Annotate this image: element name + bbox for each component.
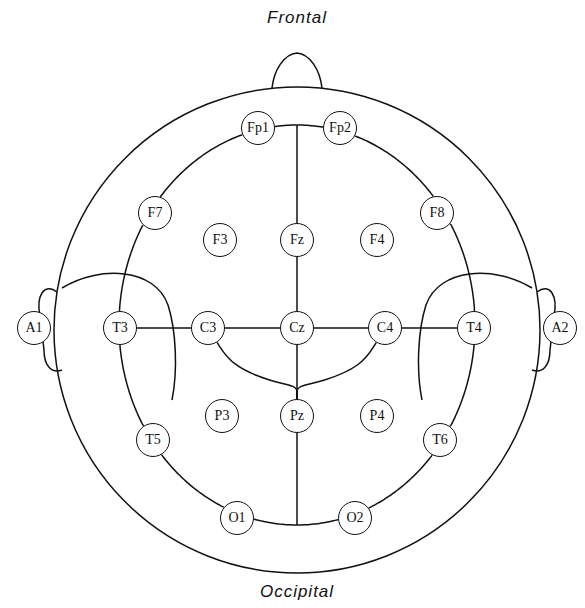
electrode-circle: O2 — [338, 501, 372, 535]
region-label: Frontal — [267, 8, 327, 28]
electrode-circle: F7 — [138, 196, 172, 230]
electrode-circle: Fp2 — [323, 111, 357, 145]
electrode-label: C4 — [377, 321, 393, 335]
electrode-label: Cz — [289, 321, 305, 335]
electrode-line — [314, 327, 368, 329]
electrode-label: T3 — [112, 321, 128, 335]
electrode-label: A2 — [551, 321, 568, 335]
electrode-circle: Fp1 — [241, 111, 275, 145]
electrode-circle: A2 — [543, 311, 577, 345]
electrode-circle: F3 — [203, 223, 237, 257]
electrode-label: Pz — [290, 409, 304, 423]
electrode-line — [275, 125, 323, 127]
electrode-line — [137, 327, 191, 329]
region-label: Occipital — [260, 582, 334, 602]
electrode-line — [296, 257, 298, 311]
head-circle — [54, 87, 540, 573]
electrode-label: T5 — [145, 433, 161, 447]
electrode-circle: P3 — [205, 399, 239, 433]
electrode-circle: T5 — [136, 423, 170, 457]
electrode-label: O1 — [228, 511, 245, 525]
electrode-line — [450, 224, 474, 311]
electrode-label: F7 — [148, 206, 163, 220]
electrode-label: F3 — [213, 233, 228, 247]
electrode-line — [225, 327, 280, 329]
midline — [296, 433, 298, 525]
electrode-circle: T3 — [103, 311, 137, 345]
electrode-line — [450, 345, 474, 426]
electrode-label: A1 — [25, 321, 42, 335]
electrode-line — [120, 225, 144, 311]
electrode-line — [120, 345, 144, 426]
electrode-label: O2 — [346, 511, 363, 525]
electrode-circle: C3 — [191, 311, 225, 345]
electrode-circle: C4 — [368, 311, 402, 345]
electrode-line — [254, 519, 338, 525]
electrode-label: T6 — [432, 433, 448, 447]
electrode-label: T4 — [466, 321, 482, 335]
midline — [296, 125, 298, 223]
electrode-label: F8 — [430, 206, 445, 220]
electrode-line — [217, 342, 297, 399]
ear-arc — [419, 273, 532, 400]
electrode-label: Fp1 — [247, 121, 269, 135]
electrode-circle: O1 — [220, 501, 254, 535]
electrode-label: P4 — [370, 409, 385, 423]
electrode-circle: A1 — [17, 311, 51, 345]
electrode-circle: T6 — [423, 423, 457, 457]
electrode-circle: T4 — [457, 311, 491, 345]
electrode-line — [162, 455, 224, 508]
electrode-circle: Cz — [280, 311, 314, 345]
electrode-circle: F4 — [360, 223, 394, 257]
nose — [272, 53, 322, 88]
electrode-circle: Fz — [280, 223, 314, 257]
electrode-line — [369, 455, 432, 508]
electrode-circle: P4 — [360, 399, 394, 433]
electrode-label: F4 — [370, 233, 385, 247]
electrode-circle: F8 — [420, 196, 454, 230]
electrode-label: Fp2 — [329, 121, 351, 135]
ear-arc — [62, 273, 175, 400]
electrode-line — [355, 136, 433, 197]
electrode-label: Fz — [290, 233, 304, 247]
electrode-label: P3 — [215, 409, 230, 423]
electrode-circle: Pz — [280, 399, 314, 433]
electrode-label: C3 — [200, 321, 216, 335]
electrode-line — [160, 135, 242, 197]
electrode-line — [297, 343, 376, 399]
electrode-line — [402, 327, 457, 329]
